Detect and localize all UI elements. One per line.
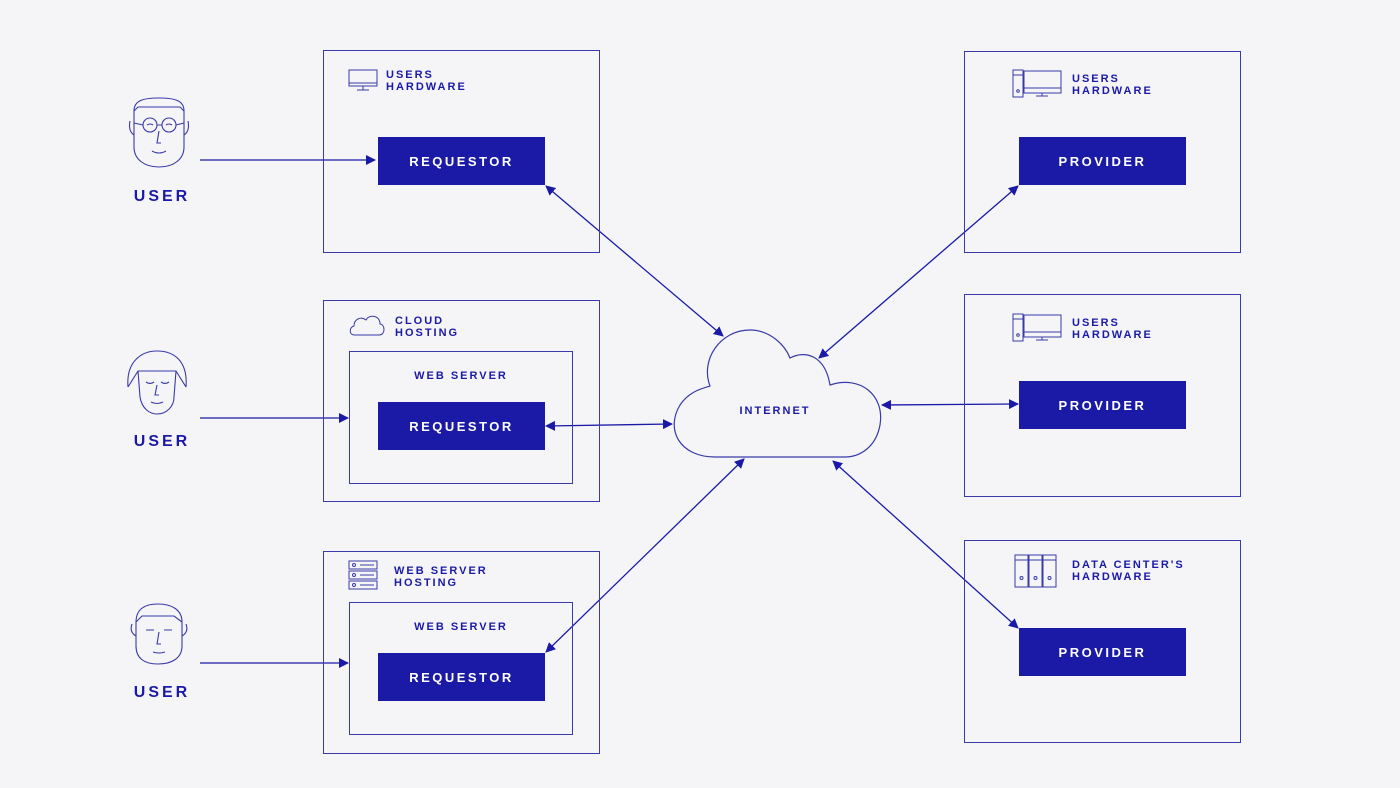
panel-header: WEB SERVER HOSTING	[394, 565, 488, 589]
panel-header: CLOUD HOSTING	[395, 315, 460, 339]
user-face-bob-hair-icon	[127, 350, 187, 415]
requestor-panel-cloud-hosting: CLOUD HOSTING WEB SERVER REQUESTOR	[323, 300, 600, 502]
user-face-short-hair-icon	[130, 603, 188, 665]
requestor-panel-web-server-hosting: WEB SERVER HOSTING WEB SERVER REQUESTOR	[323, 551, 600, 754]
requestor-button[interactable]: REQUESTOR	[378, 137, 545, 185]
panel-header: USERS HARDWARE	[1072, 317, 1153, 341]
server-rack-icon	[348, 560, 378, 590]
desktop-tower-icon	[1012, 69, 1062, 98]
requestor-button[interactable]: REQUESTOR	[378, 402, 545, 450]
panel-header: DATA CENTER'S HARDWARE	[1072, 559, 1185, 583]
requestor-button[interactable]: REQUESTOR	[378, 653, 545, 701]
user-label: USER	[133, 433, 191, 450]
internet-cloud-shape	[673, 329, 882, 458]
web-server-label: WEB SERVER	[414, 621, 508, 633]
internet-label: INTERNET	[739, 405, 811, 417]
panel-header: USERS HARDWARE	[1072, 73, 1153, 97]
provider-panel-data-center: DATA CENTER'S HARDWARE PROVIDER	[964, 540, 1241, 743]
provider-button[interactable]: PROVIDER	[1019, 628, 1186, 676]
provider-button[interactable]: PROVIDER	[1019, 137, 1186, 185]
user-label: USER	[133, 684, 191, 701]
desktop-tower-icon	[1012, 313, 1062, 342]
provider-panel-users-hardware: USERS HARDWARE PROVIDER	[964, 294, 1241, 497]
data-center-icon	[1014, 554, 1057, 588]
user-face-glasses-icon	[128, 97, 190, 168]
monitor-icon	[348, 69, 378, 91]
web-server-box: WEB SERVER REQUESTOR	[349, 351, 573, 484]
web-server-label: WEB SERVER	[414, 370, 508, 382]
user-label: USER	[133, 188, 191, 205]
panel-header: USERS HARDWARE	[386, 69, 467, 93]
provider-panel-users-hardware: USERS HARDWARE PROVIDER	[964, 51, 1241, 253]
web-server-box: WEB SERVER REQUESTOR	[349, 602, 573, 735]
cloud-icon	[349, 315, 385, 336]
provider-button[interactable]: PROVIDER	[1019, 381, 1186, 429]
requestor-panel-users-hardware: USERS HARDWARE REQUESTOR	[323, 50, 600, 253]
